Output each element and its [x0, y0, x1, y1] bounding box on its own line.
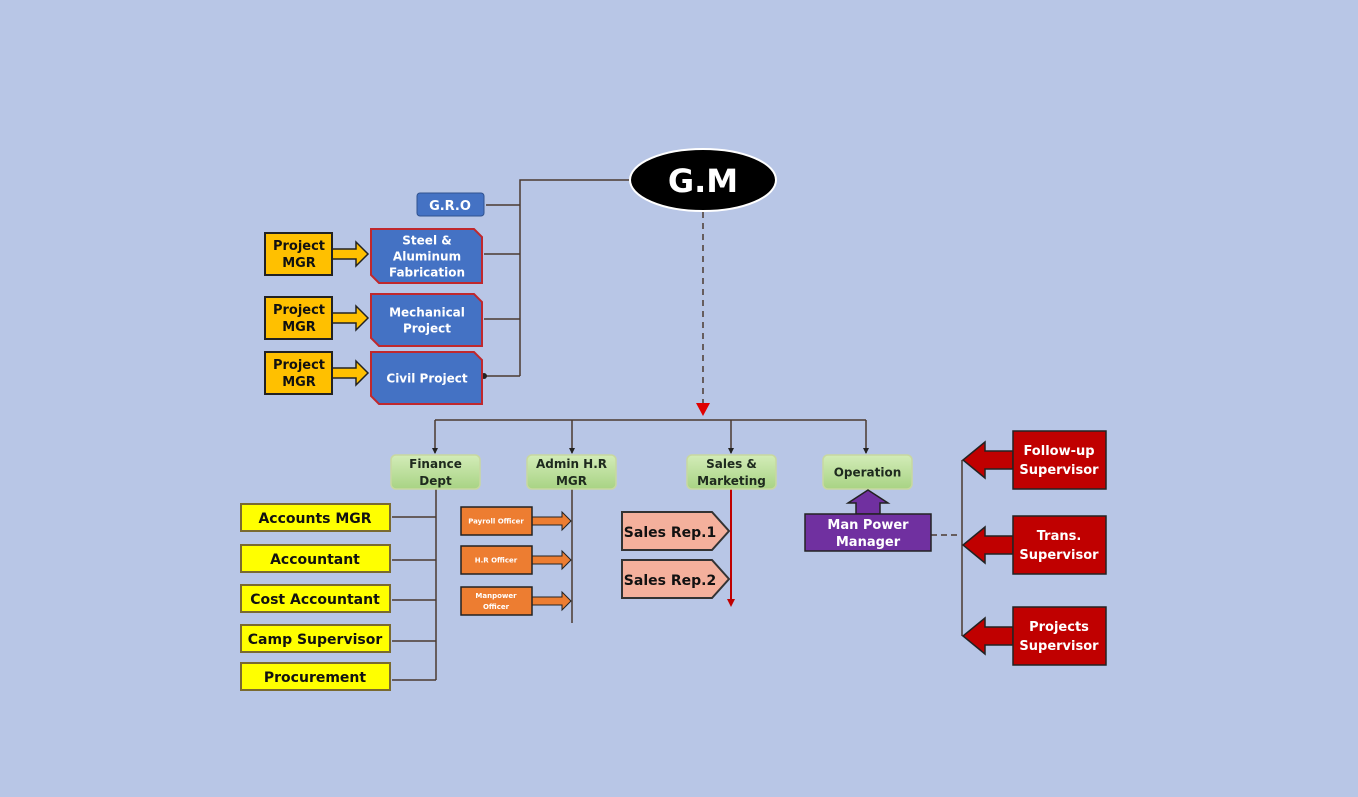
- hr-role-node[interactable]: H.R Officer: [460, 545, 572, 575]
- department-label: Dept: [419, 474, 452, 488]
- right-arrow-icon: [531, 549, 572, 571]
- department-node[interactable]: Admin H.R MGR: [526, 454, 617, 490]
- hr-role-label: Payroll Officer: [468, 518, 524, 526]
- hr-role-node[interactable]: Payroll Officer: [460, 506, 572, 536]
- supervisor-label: Supervisor: [1019, 639, 1099, 654]
- project-dept-label: Mechanical: [389, 305, 465, 319]
- supervisor-label: Trans.: [1037, 529, 1082, 544]
- department-label: Finance: [409, 457, 462, 471]
- project-mgr-label: Project: [273, 303, 325, 318]
- sales-rep-node[interactable]: Sales Rep.2: [621, 559, 731, 599]
- department-node[interactable]: Operation: [822, 454, 913, 490]
- arrowhead: [432, 448, 438, 454]
- finance-role-label: Accountant: [270, 552, 360, 568]
- right-arrow-icon: [331, 359, 370, 387]
- finance-role-node[interactable]: Camp Supervisor: [240, 624, 391, 653]
- left-arrow-icon: [961, 525, 1014, 565]
- gro-node[interactable]: G.R.O: [416, 192, 485, 217]
- red-arrowhead: [696, 403, 710, 416]
- sales-rep-label: Sales Rep.1: [624, 525, 716, 541]
- sales-rep-node[interactable]: Sales Rep.1: [621, 511, 731, 551]
- gro-label: G.R.O: [429, 199, 471, 214]
- finance-role-label: Cost Accountant: [250, 592, 380, 608]
- right-arrow-icon: [531, 590, 572, 612]
- project-mgr-label: Project: [273, 239, 325, 254]
- project-dept-label: Civil Project: [386, 371, 467, 385]
- supervisor-label: Projects: [1029, 620, 1089, 635]
- hr-role-label: Officer: [483, 603, 510, 611]
- project-dept-node[interactable]: Civil Project: [370, 351, 483, 405]
- department-node[interactable]: Sales & Marketing: [686, 454, 777, 490]
- finance-role-node[interactable]: Cost Accountant: [240, 584, 391, 613]
- project-dept-label: Aluminum: [393, 249, 461, 263]
- finance-role-label: Camp Supervisor: [248, 632, 383, 648]
- department-label: Marketing: [697, 474, 766, 488]
- connectors: [392, 179, 963, 681]
- finance-role-label: Accounts MGR: [258, 511, 371, 527]
- arrowhead: [569, 448, 575, 454]
- manpower-line-2: Manager: [836, 535, 901, 550]
- finance-role-node[interactable]: Accounts MGR: [240, 503, 391, 532]
- sales-arrowhead: [727, 599, 735, 607]
- supervisor-label: Follow-up: [1023, 444, 1094, 459]
- project-mgr-label: MGR: [282, 256, 316, 271]
- project-mgr-label: Project: [273, 358, 325, 373]
- department-label: MGR: [556, 474, 587, 488]
- hr-role-label: H.R Officer: [475, 557, 518, 565]
- manpower-line-1: Man Power: [827, 518, 909, 533]
- project-mgr-label: MGR: [282, 320, 316, 335]
- project-dept-label: Steel &: [402, 233, 451, 247]
- left-arrow-icon: [961, 440, 1014, 480]
- supervisor-label: Supervisor: [1019, 548, 1099, 563]
- finance-role-node[interactable]: Procurement: [240, 662, 391, 691]
- supervisor-node[interactable]: Trans. Supervisor: [961, 515, 1107, 575]
- project-mgr-label: MGR: [282, 375, 316, 390]
- left-arrow-icon: [961, 616, 1014, 656]
- arrowhead: [728, 448, 734, 454]
- hr-role-label: Manpower: [475, 592, 517, 600]
- supervisor-label: Supervisor: [1019, 463, 1099, 478]
- finance-role-label: Procurement: [264, 670, 366, 686]
- project-dept-label: Fabrication: [389, 265, 465, 279]
- up-arrow-icon: [845, 489, 891, 515]
- project-dept-label: Project: [403, 321, 451, 335]
- finance-role-node[interactable]: Accountant: [240, 544, 391, 573]
- department-label: Operation: [834, 465, 902, 479]
- right-arrow-icon: [531, 510, 572, 532]
- arrowhead: [863, 448, 869, 454]
- department-label: Admin H.R: [536, 457, 607, 471]
- gm-node[interactable]: G.M: [629, 148, 777, 212]
- right-arrow-icon: [331, 304, 370, 332]
- sales-rep-label: Sales Rep.2: [624, 573, 716, 589]
- right-arrow-icon: [331, 240, 370, 268]
- manpower-manager-node[interactable]: Man Power Manager: [804, 489, 932, 552]
- department-label: Sales &: [706, 457, 757, 471]
- gm-label: G.M: [668, 162, 738, 200]
